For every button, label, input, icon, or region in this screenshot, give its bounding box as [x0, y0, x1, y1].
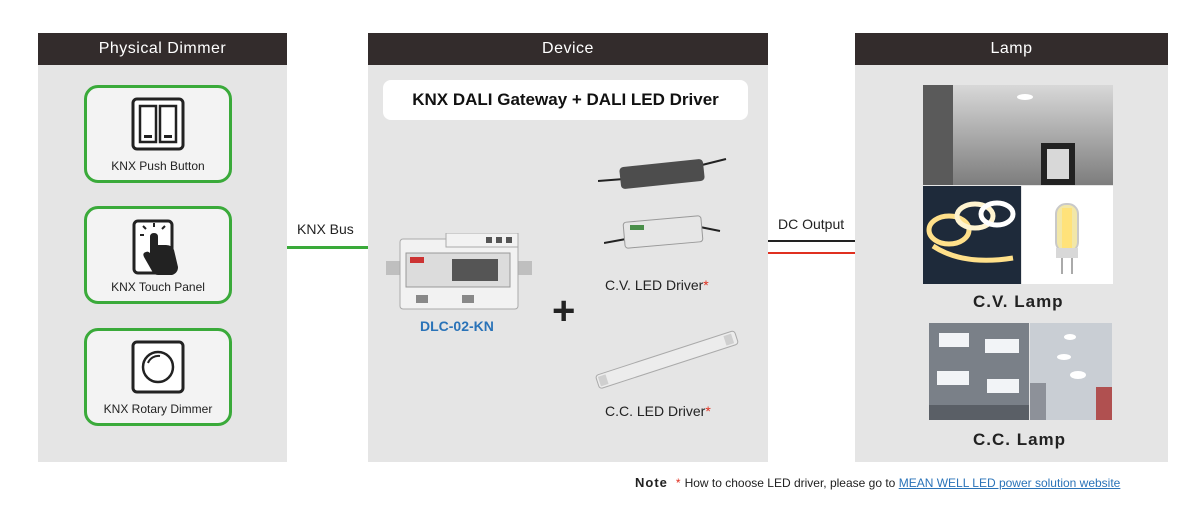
push-button-icon	[131, 97, 185, 151]
lamp-panel: Lamp C.V. Lamp	[855, 33, 1168, 462]
mean-well-website-link[interactable]: MEAN WELL LED power solution website	[898, 476, 1121, 490]
knx-bus-line	[287, 246, 368, 249]
cv-lamp-g4-bulb-photo	[1022, 186, 1113, 284]
dc-output-line-red	[768, 252, 855, 254]
plus-sign: +	[552, 289, 576, 333]
knx-bus-label: KNX Bus	[297, 221, 354, 237]
knx-touch-panel-card: KNX Touch Panel	[84, 206, 232, 304]
knx-touch-panel-label: KNX Touch Panel	[111, 280, 205, 294]
dc-output-label: DC Output	[778, 216, 845, 232]
cc-driver-asterisk: *	[705, 403, 711, 419]
rotary-dimmer-icon	[131, 340, 185, 394]
gateway-model-label: DLC-02-KN	[420, 318, 494, 334]
device-title: KNX DALI Gateway + DALI LED Driver	[383, 80, 748, 120]
cv-driver-image-2	[604, 215, 721, 249]
knx-push-button-card: KNX Push Button	[84, 85, 232, 183]
footer-note: Note *How to choose LED driver, please go…	[635, 475, 1120, 490]
touch-panel-icon	[132, 219, 178, 275]
cc-lamp-downlight-photo	[1030, 323, 1112, 420]
lamp-header: Lamp	[855, 33, 1168, 65]
note-asterisk: *	[675, 476, 681, 490]
cc-lamp-panel-photo	[929, 323, 1029, 420]
cc-driver-image	[595, 330, 739, 389]
cc-lamp-label: C.C. Lamp	[973, 430, 1067, 449]
cv-lamp-ceiling-photo	[923, 85, 1113, 185]
note-text: How to choose LED driver, please go to	[684, 476, 896, 490]
dc-output-line-black	[768, 240, 855, 242]
device-header: Device	[368, 33, 768, 65]
device-panel: Device KNX DALI Gateway + DALI LED Drive…	[368, 33, 768, 462]
physical-dimmer-panel: Physical Dimmer KNX Push Button KNX Touc…	[38, 33, 287, 462]
cv-driver-text: C.V. LED Driver	[605, 277, 704, 293]
knx-rotary-dimmer-card: KNX Rotary Dimmer	[84, 328, 232, 426]
cc-driver-label: C.C. LED Driver*	[605, 403, 711, 419]
physical-dimmer-header: Physical Dimmer	[38, 33, 287, 65]
cv-driver-label: C.V. LED Driver*	[605, 277, 709, 293]
knx-push-button-label: KNX Push Button	[111, 159, 205, 173]
cv-driver-image-1	[598, 158, 727, 189]
knx-rotary-dimmer-label: KNX Rotary Dimmer	[103, 402, 213, 416]
cv-lamp-strip-photo	[923, 186, 1021, 284]
cv-lamp-label: C.V. Lamp	[973, 292, 1064, 311]
cv-driver-asterisk: *	[703, 277, 709, 293]
gateway-device-image	[386, 233, 532, 310]
note-label: Note	[635, 475, 668, 490]
cc-driver-text: C.C. LED Driver	[605, 403, 706, 419]
